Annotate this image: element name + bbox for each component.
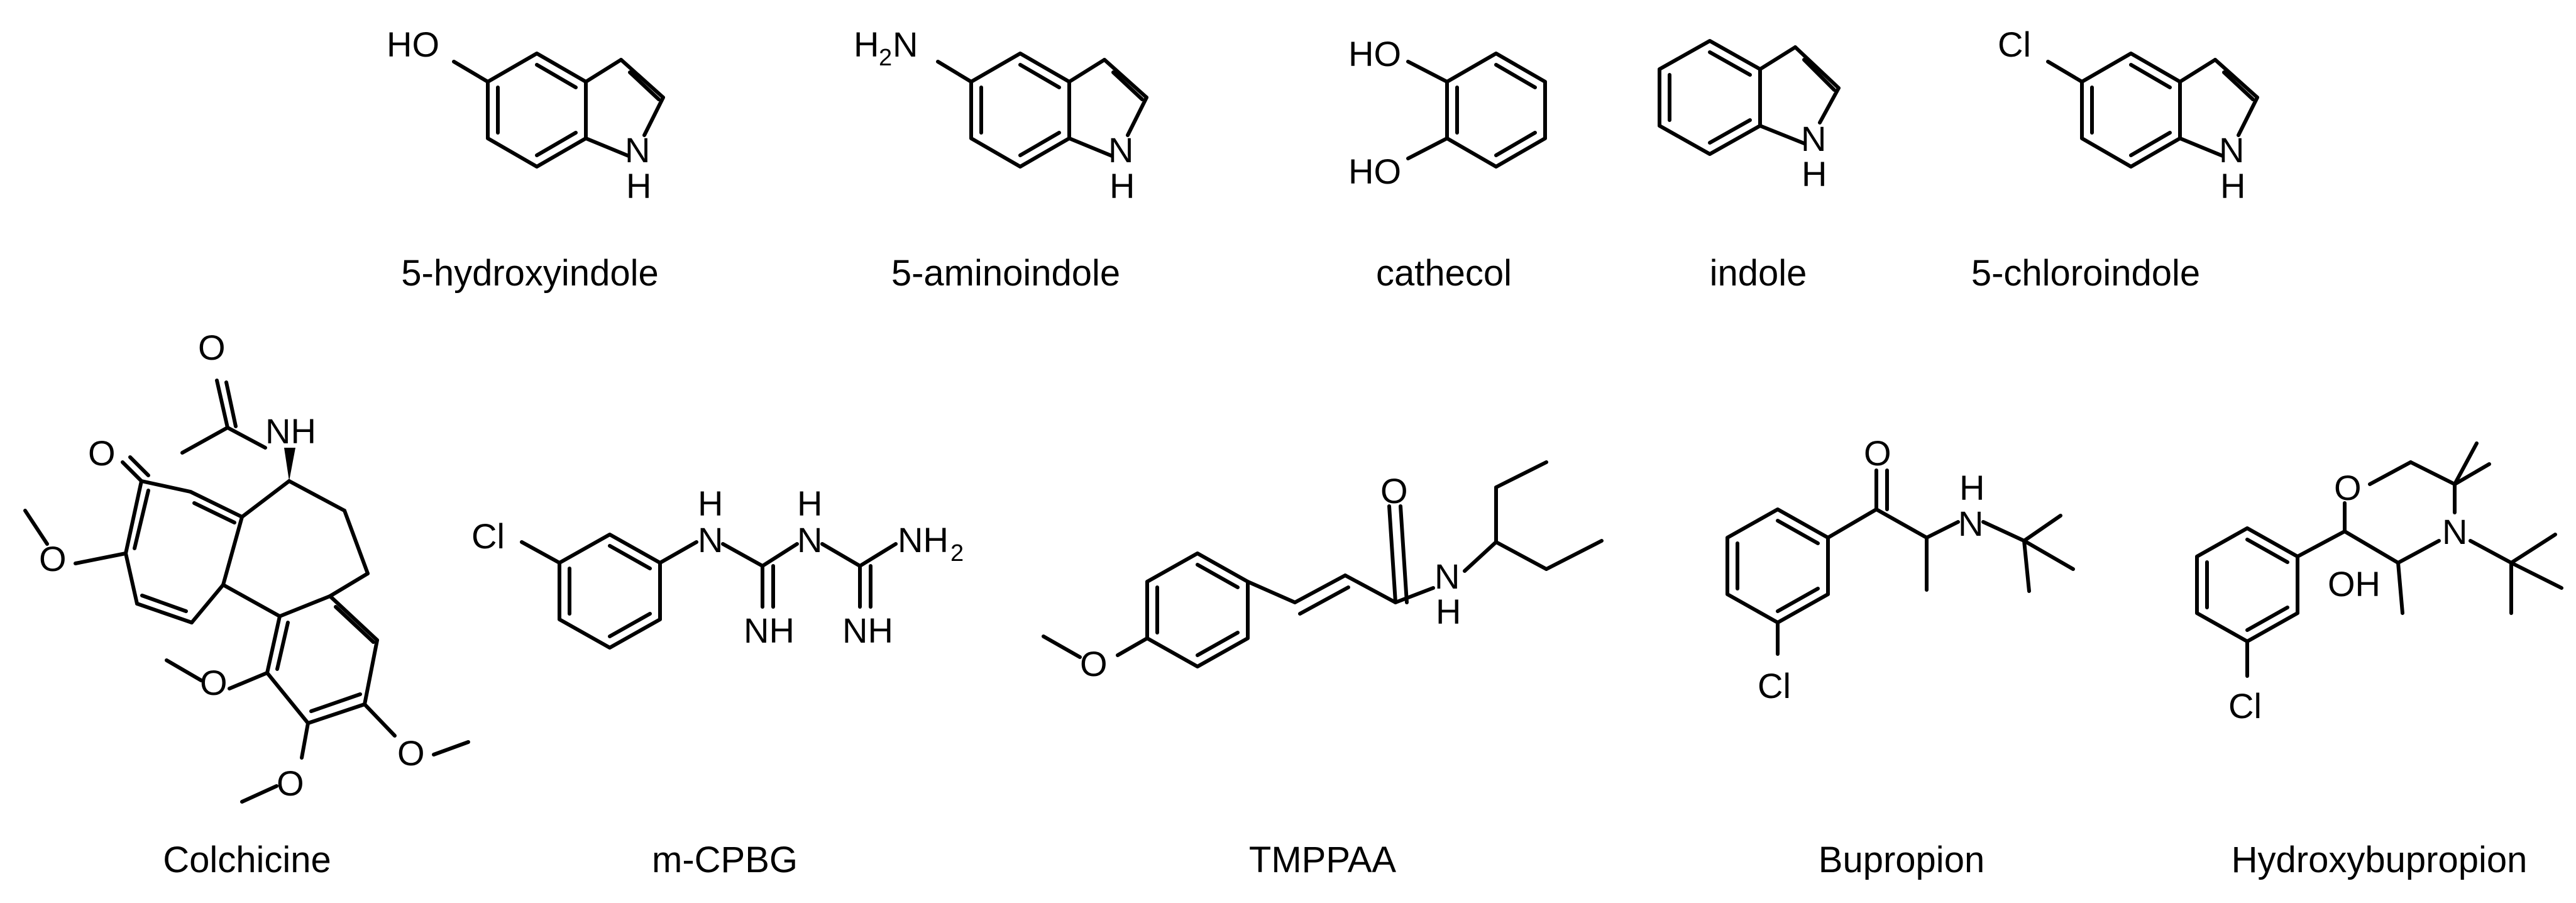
hydrogen-label-1: H [698,484,723,523]
amide-nitrogen-label: N [1434,557,1460,596]
bonds-bupropion [1726,468,2075,656]
structure-5-chloroindole: Cl N H [1998,25,2259,206]
methoxy-oxygen-label-1: O [39,539,67,579]
structure-m-cpbg: Cl N H N H NH 2 NH NH [471,484,964,650]
compound-name-5-hydroxyindole: 5-hydroxyindole [401,253,658,294]
amine-nh-label: NH [898,520,949,560]
hydrogen-label-2: H [797,484,822,523]
nitrogen-label: N [625,130,650,170]
nitrogen-label: N [2219,130,2244,170]
compound-name-5-chloroindole: 5-chloroindole [1971,253,2200,294]
amine-nitrogen-label: N [1958,504,1983,543]
bonds-indole [1658,39,1841,156]
hydrogen-label: H [1802,154,1827,194]
hydroxyl-label-top: HO [1348,34,1401,74]
structure-indole: N H [1658,39,1841,194]
stereo-wedge-bond [284,448,295,481]
ring-nitrogen-label: N [2442,512,2467,551]
compound-name-tmppaa: TMPPAA [1249,839,1396,880]
imine-nh-label-1: NH [744,611,795,650]
bonds-5-aminoindole [936,52,1148,169]
amide-nh-label: NH [265,411,316,451]
compound-name-5-aminoindole: 5-aminoindole [891,253,1120,294]
chlorine-label: Cl [1998,25,2031,64]
carbonyl-oxygen-label: O [1864,433,1891,473]
compound-name-bupropion: Bupropion [1819,839,1984,880]
ketone-oxygen-label: O [88,433,116,473]
amine-n-label: N [893,25,918,64]
bonds-tmppaa [1042,460,1604,668]
methoxy-oxygen-label-3: O [277,763,304,803]
structure-5-aminoindole: H 2 N N H [854,25,1148,206]
hydrogen-label: H [2220,166,2245,206]
compound-name-hydroxybupropion: Hydroxybupropion [2232,839,2528,880]
methoxy-oxygen-label: O [1080,644,1108,684]
bonds-5-chloroindole [2046,52,2259,169]
bonds-hydroxybupropion [2195,441,2563,678]
amine-subscript: 2 [879,45,892,71]
acyl-oxygen-label: O [198,328,226,367]
methoxy-oxygen-label-2: O [200,663,228,702]
structure-5-hydroxyindole: HO N H [387,25,665,206]
structure-bupropion: O N H Cl [1726,433,2075,706]
bonds-catechol [1406,52,1547,169]
chlorine-label: Cl [471,516,505,556]
hydrogen-label: H [626,166,651,206]
bonds-m-cpbg [520,533,898,650]
nitrogen-label: N [1108,130,1133,170]
amine-h-label: H [854,25,879,64]
amide-hydrogen-label: H [1436,592,1461,631]
structure-hydroxybupropion: O N OH Cl [2195,441,2563,726]
imine-nh-label-2: NH [842,611,893,650]
amine-hydrogen-label: H [1959,468,1984,507]
chlorine-label: Cl [1758,666,1791,706]
structure-catechol: HO HO [1348,34,1547,191]
amine-subscript: 2 [950,540,964,567]
carbonyl-oxygen-label: O [1380,471,1408,511]
hydrogen-label: H [1109,166,1135,206]
compound-name-catechol: cathecol [1376,253,1512,294]
methoxy-oxygen-label-4: O [397,733,425,773]
compound-name-indole: indole [1710,253,1807,294]
compound-name-m-cpbg: m-CPBG [652,839,798,880]
structure-tmppaa: O O N H [1042,460,1604,684]
hydroxyl-label: OH [2328,564,2381,604]
nitrogen-label: N [1801,119,1826,158]
ring-oxygen-label: O [2334,468,2362,507]
hydroxyl-label: HO [387,25,439,64]
hydroxyl-label-bottom: HO [1348,152,1401,191]
structure-colchicine: O NH O O O O O [23,328,470,804]
bonds-colchicine [23,379,470,804]
compound-name-colchicine: Colchicine [163,839,331,880]
chlorine-label: Cl [2228,686,2262,726]
bonds-5-hydroxyindole [452,52,665,169]
nitrogen-label-1: N [698,520,723,560]
nitrogen-label-2: N [797,520,822,560]
